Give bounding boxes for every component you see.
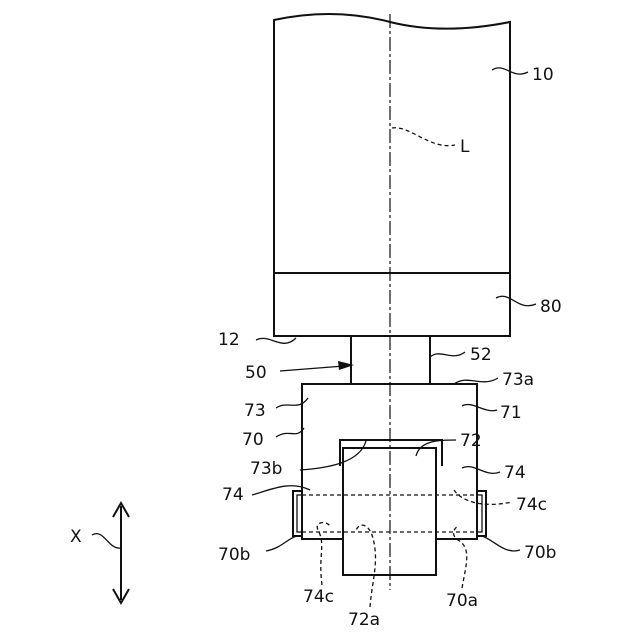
leader-52 <box>430 352 465 357</box>
label-72: 72 <box>460 431 482 451</box>
label-73b: 73b <box>250 459 282 479</box>
label-70b-left: 70b <box>218 545 250 565</box>
label-70b-right: 70b <box>524 543 556 563</box>
arrow-50-shaft <box>280 366 344 371</box>
leader-12 <box>256 338 296 343</box>
label-71: 71 <box>500 403 522 423</box>
label-74c-bottom: 74c <box>303 587 334 607</box>
label-70a: 70a <box>446 591 478 611</box>
leader-80 <box>496 296 536 306</box>
leader-70a <box>454 526 467 588</box>
label-X: X <box>70 527 82 547</box>
label-L: L <box>460 137 470 157</box>
label-72a: 72a <box>348 610 380 630</box>
leader-71 <box>462 404 497 410</box>
leader-L <box>392 128 455 146</box>
label-74c-right: 74c <box>516 495 547 515</box>
label-73: 73 <box>244 401 266 421</box>
label-74-right: 74 <box>504 463 526 483</box>
label-73a: 73a <box>502 370 534 390</box>
leader-70 <box>276 428 304 437</box>
label-70: 70 <box>242 430 264 450</box>
label-52: 52 <box>470 345 492 365</box>
label-10: 10 <box>532 65 554 85</box>
leader-74-right <box>462 467 500 474</box>
leader-70b-left <box>266 536 297 551</box>
body-10 <box>274 14 510 336</box>
leader-70b-right <box>482 536 520 551</box>
leader-73 <box>276 398 308 408</box>
label-80: 80 <box>540 297 562 317</box>
label-12: 12 <box>218 330 240 350</box>
leader-X <box>92 534 121 549</box>
label-74-left: 74 <box>222 485 244 505</box>
label-50: 50 <box>245 363 267 383</box>
